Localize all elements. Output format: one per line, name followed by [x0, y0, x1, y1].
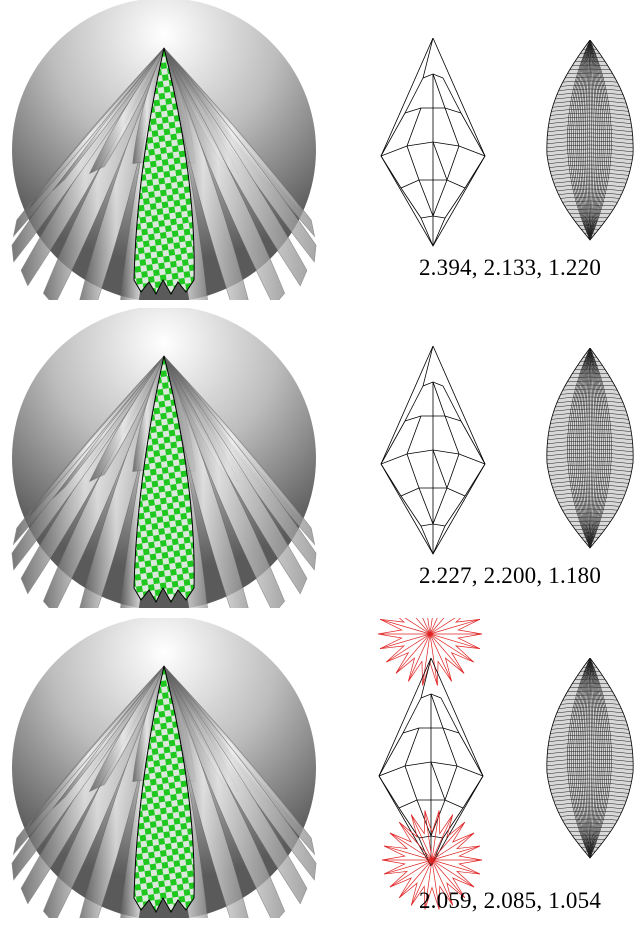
sphere-petal — [163, 355, 249, 608]
mesh-render — [546, 348, 634, 549]
sphere-render — [11, 0, 317, 300]
sphere-petal — [88, 665, 165, 793]
sphere-petal — [163, 47, 249, 300]
sphere-petal — [52, 47, 165, 191]
wireframe-mesh — [378, 657, 484, 867]
checkered-gore — [133, 665, 195, 914]
sphere-petal — [163, 665, 286, 918]
sphere-render — [11, 618, 317, 918]
figure-row-3: 2.059, 2.085, 1.054 — [0, 618, 641, 918]
panel-caption: 2.227, 2.200, 1.180 — [418, 563, 602, 588]
panel-caption: 2.394, 2.133, 1.220 — [418, 255, 602, 280]
sphere-petal — [26, 665, 165, 831]
wireframe — [380, 346, 486, 555]
mesh-render — [546, 40, 634, 241]
wireframe-mesh — [380, 38, 486, 247]
sphere-petal — [163, 355, 286, 608]
wireframe-mesh — [380, 346, 486, 555]
sphere-petal — [88, 47, 165, 175]
wireframe-with-stars — [377, 618, 484, 910]
sphere-petal — [52, 665, 165, 809]
sphere-petal — [26, 47, 165, 213]
red-star-fan — [377, 618, 483, 686]
sphere-body — [11, 308, 317, 608]
dense-mesh — [546, 40, 634, 241]
sphere-petal — [163, 47, 286, 300]
figure-row-2: 2.227, 2.200, 1.180 — [0, 308, 641, 608]
sphere-render — [11, 308, 317, 608]
checkered-gore — [133, 355, 195, 604]
dense-mesh — [546, 658, 634, 859]
wireframe — [380, 38, 486, 247]
sphere-petal — [163, 665, 249, 918]
dense-mesh — [546, 348, 634, 549]
panel-caption: 2.059, 2.085, 1.054 — [418, 888, 602, 913]
sphere-petal — [26, 355, 165, 521]
mesh-render — [546, 658, 634, 859]
sphere-petal — [52, 355, 165, 499]
sphere-petal — [88, 355, 165, 483]
checkered-gore — [133, 47, 195, 296]
red-star-fan — [381, 810, 483, 910]
figure-row-1: 2.394, 2.133, 1.220 — [0, 0, 641, 300]
